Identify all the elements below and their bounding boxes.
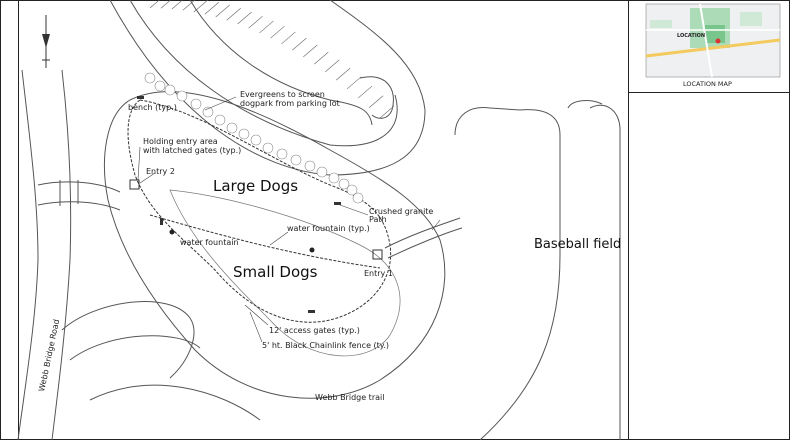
baseball-field-outline [454,106,561,440]
large-dogs-label: Large Dogs [213,177,298,195]
parking-stall-line [368,95,384,109]
water-fountain-typ-label: water fountain (typ.) [287,224,370,233]
parking-stall-line [379,105,395,119]
tree-icon [346,184,358,196]
dog-park-fence [127,99,392,323]
parking-stall-line [204,2,219,15]
entry-1-gate [372,249,383,260]
annotation-leaders [137,96,441,343]
tree-icon [154,80,166,92]
crushed-granite-path [384,217,461,249]
baseball-field-corner [567,100,603,109]
tree-icon [190,98,202,110]
trail-loop-outer [103,91,446,399]
parking-stall-line [314,51,329,65]
tree-icon [144,72,156,84]
location-marker-label: LOCATION [677,33,705,39]
parking-stall-line [292,37,307,51]
tree-icon [176,90,188,102]
parking-stall-line [237,11,252,25]
baseball-field-label: Baseball field [534,237,621,252]
trail-loop-inner [169,189,401,357]
tree-icon [238,128,250,140]
tree-icon [328,172,340,184]
crushed-granite-label-line2: Path [369,215,387,224]
parking-stall-line [193,0,209,13]
tree-icon [316,166,328,178]
parking-lot [109,0,426,176]
webb-bridge-road [17,69,121,440]
parking-stall-line [226,7,241,21]
parking-stall-line [270,25,285,39]
lower-path-1 [61,301,195,379]
crushed-granite-path-edge [387,227,463,259]
entry-2-gate [129,179,140,190]
location-pin-icon [715,38,721,44]
evergreens-label-line2: dogpark from parking lot [240,99,340,108]
water-fountain-typ-icon [309,247,315,253]
parking-stall-line [335,67,351,81]
parking-stalls [149,0,395,119]
north-arrow-icon [42,15,50,68]
parking-stall-line [346,76,362,90]
tree-icon [250,134,262,146]
evergreen-trees [144,72,364,204]
location-map: LOCATION LOCATION MAP [628,3,790,93]
crushed-granite-label-line1: Crushed granite [369,207,433,216]
baseball-field-edge [589,104,621,440]
tree-icon [214,114,226,126]
tree-icon [164,84,176,96]
lower-path-3 [89,384,261,421]
parking-stall-line [325,59,340,73]
parking-stall-line [182,0,196,11]
tree-icon [338,178,350,190]
fence-label: 5' ht. Black Chainlink fence (ty.) [262,341,389,350]
entry-2-label: Entry 2 [146,167,175,176]
bench-icon [137,96,341,313]
tree-icon [290,154,302,166]
parking-stall-line [171,0,183,10]
location-map-caption: LOCATION MAP [683,80,732,88]
parking-stall-line [248,15,263,29]
tree-icon [262,142,274,154]
holding-label-line1: Holding entry area [143,137,218,146]
water-fountain-left-label: water fountain [180,238,239,247]
tree-icon [276,148,288,160]
parking-stall-line [281,31,296,45]
evergreens-label-line1: Evergreens to screen [240,90,325,99]
parking-stall-line [160,0,172,9]
entry-1-label: Entry 1 [364,269,393,278]
holding-label-line2: with latched gates (typ.) [143,146,241,155]
access-gates-label: 12' access gates (typ.) [269,326,360,335]
parking-stall-line [303,44,318,58]
tree-icon [226,122,238,134]
parking-stall-line [259,20,274,34]
tree-icon [352,192,364,204]
bench-label: bench (typ.) [128,103,177,112]
parking-stall-line [215,4,230,18]
webb-bridge-trail-label: Webb Bridge trail [315,393,384,402]
divider-fence [149,214,381,269]
water-fountain-left-icon [169,229,175,235]
tree-icon [304,160,316,172]
lower-path-2 [69,335,201,361]
parking-stall-line [149,0,160,9]
small-dogs-label: Small Dogs [233,263,318,281]
parking-stall-line [357,85,373,99]
